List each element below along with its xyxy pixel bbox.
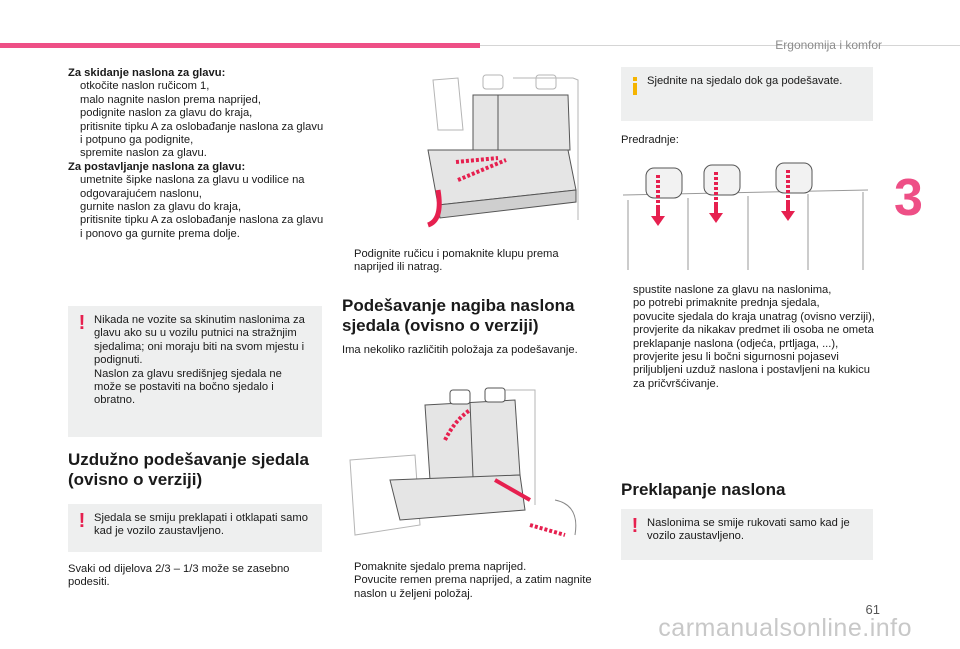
warning-box-backrest: ! Naslonima se smije rukovati samo kad j… <box>621 509 873 560</box>
section-header-title: Ergonomija i komfor <box>775 38 882 52</box>
warning-box-headrest: ! Nikada ne vozite sa skinutim naslonima… <box>68 306 322 437</box>
header-pink-bar <box>0 43 480 48</box>
section-title-folding: Preklapanje naslona <box>621 480 786 499</box>
chapter-number: 3 <box>894 169 923 227</box>
info-text: Sjednite na sjedalo dok ga podešavate. <box>647 75 843 87</box>
bullet-pull-strap: Povucite remen prema naprijed, a zatim n… <box>354 574 592 600</box>
seat-recline-illustration <box>349 387 577 537</box>
removal-heading: Za skidanje naslona za glavu: <box>68 67 226 79</box>
warning-text: Sjedala se smiju preklapati i otklapati … <box>94 512 308 538</box>
prerequisites-label: Predradnje: <box>621 134 679 146</box>
bullet-check-belts: provjerite jesu li bočni sigurnosni poja… <box>633 351 870 390</box>
column-3-bullets: spustite naslone za glavu na naslonima, … <box>621 284 877 391</box>
page-number: 61 <box>865 602 880 617</box>
header-grey-rule <box>480 45 960 46</box>
removal-step: malo nagnite naslon prema naprijed, <box>80 93 261 106</box>
removal-step: spremite naslon za glavu. <box>80 147 207 160</box>
warning-text-1: Nikada ne vozite sa skinutim naslonima z… <box>94 314 305 367</box>
bullet-lower-headrests: spustite naslone za glavu na naslonima, <box>633 284 832 296</box>
bullet-slide: Podignite ručicu i pomaknite klupu prema… <box>354 248 559 274</box>
install-heading: Za postavljanje naslona za glavu: <box>68 160 246 173</box>
removal-steps: otkočite naslon ručicom 1,malo nagnite n… <box>68 80 324 160</box>
warning-text-2: Naslon za glavu središnjeg sjedala ne mo… <box>94 367 282 407</box>
column-2-bullet: Podignite ručicu i pomaknite klupu prema… <box>342 248 598 275</box>
install-step: pritisnite tipku A za oslobađanje naslon… <box>80 214 324 240</box>
bullet-pull-back: povucite sjedala do kraja unatrag (ovisn… <box>633 310 875 323</box>
seat-slide-illustration <box>426 74 579 228</box>
removal-step: pritisnite tipku A za oslobađanje naslon… <box>80 120 324 147</box>
bullet-check-obstruction: provjerite da nikakav predmet ili osoba … <box>633 324 874 350</box>
watermark: carmanualsonline.info <box>658 614 912 642</box>
bullet-front-seats: po potrebi primaknite prednja sjedala, <box>633 297 820 310</box>
warning-text: Naslonima se smije rukovati samo kad je … <box>647 517 850 543</box>
install-step: umetnite šipke naslona za glavu u vodili… <box>80 174 305 200</box>
install-steps: umetnite šipke naslona za glavu u vodili… <box>68 174 324 241</box>
paragraph-positions: Ima nekoliko različitih položaja za pode… <box>342 344 578 356</box>
paragraph-independent: Svaki od dijelova 2/3 – 1/3 može se zase… <box>68 563 290 589</box>
install-step: gurnite naslon za glavu do kraja, <box>80 201 242 214</box>
warning-icon: ! <box>78 312 86 334</box>
warning-box-fold: ! Sjedala se smiju preklapati i otklapat… <box>68 504 322 552</box>
section-title-recline: Podešavanje nagiba naslona sjedala (ovis… <box>342 296 575 335</box>
column-2-bullets: Pomaknite sjedalo prema naprijed. Povuci… <box>342 561 598 601</box>
bullet-move-forward: Pomaknite sjedalo prema naprijed. <box>354 561 527 573</box>
info-box: Sjednite na sjedalo dok ga podešavate. <box>621 67 873 121</box>
removal-step: podignite naslon za glavu do kraja, <box>80 107 253 120</box>
info-icon <box>631 77 639 99</box>
removal-step: otkočite naslon ručicom 1, <box>80 80 210 93</box>
warning-icon: ! <box>631 515 639 537</box>
headrests-lowering-illustration <box>622 162 869 270</box>
section-title-longitudinal: Uzdužno podešavanje sjedala (ovisno o ve… <box>68 450 309 489</box>
column-1: Za skidanje naslona za glavu: otkočite n… <box>68 67 324 241</box>
warning-icon: ! <box>78 510 86 532</box>
